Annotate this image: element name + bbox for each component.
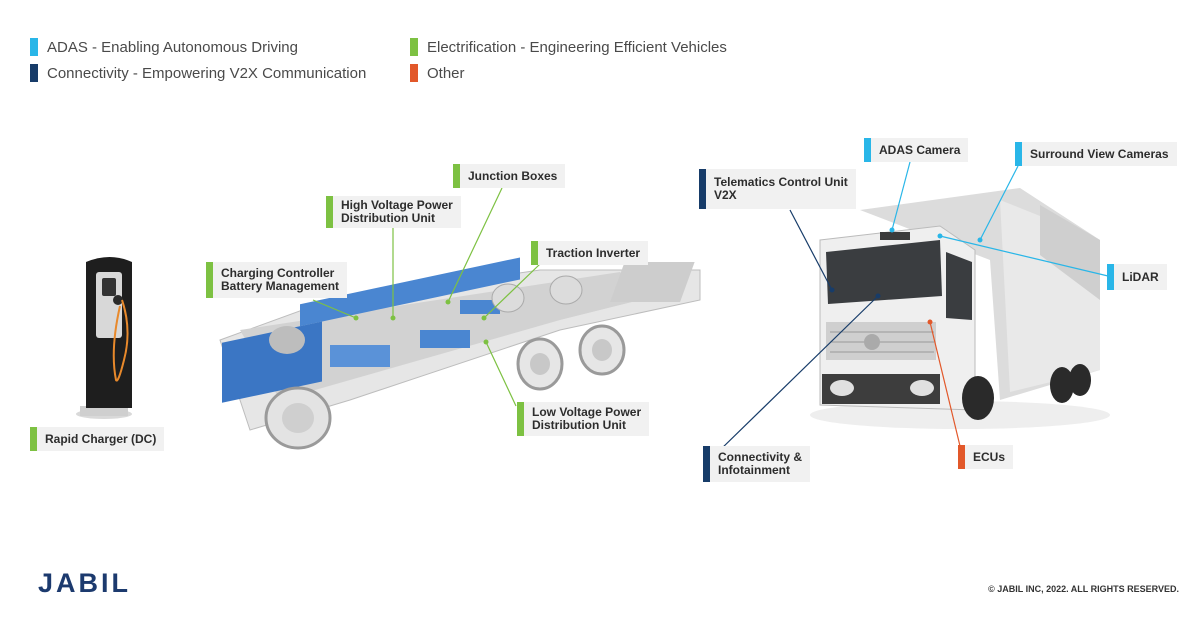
callout-label: Traction Inverter [546,245,641,260]
callout-bar [864,138,871,162]
callout-label: Telematics Control Unit V2X [714,175,848,202]
leader-dots [353,227,983,345]
rapid-charger-illustration [76,257,132,419]
callout-bar [699,169,706,209]
callout-label: Low Voltage Power Distribution Unit [532,405,642,432]
callout-hv-pdu: High Voltage Power Distribution Unit [326,196,461,228]
callout-label: Rapid Charger (DC) [45,431,157,446]
callout-label: Surround View Cameras [1030,146,1169,161]
legend-label-electrification: Electrification - Engineering Efficient … [427,38,727,56]
legend-label-other: Other [427,64,465,82]
legend-item-connectivity: Connectivity - Empowering V2X Communicat… [30,64,366,82]
callout-telematics: Telematics Control Unit V2X [699,169,856,209]
callout-bar [531,241,538,265]
callout-bar [326,196,333,228]
jabil-logo: JABIL [38,568,132,598]
leader-lines-connectivity [717,209,879,453]
callout-label: Junction Boxes [468,168,558,183]
callout-adas-camera: ADAS Camera [864,138,969,162]
copyright-text: © JABIL INC, 2022. ALL RIGHTS RESERVED. [988,584,1179,594]
callout-bar [958,445,965,469]
callout-bar [30,427,37,451]
callout-surround-cameras: Surround View Cameras [1015,142,1177,166]
callout-rapid-charger: Rapid Charger (DC) [30,427,165,451]
leader-lines-electrification [312,187,541,407]
callout-junction-boxes: Junction Boxes [453,164,566,188]
legend-label-connectivity: Connectivity - Empowering V2X Communicat… [47,64,367,82]
callout-ecus: ECUs [958,445,1014,469]
callout-label: High Voltage Power Distribution Unit [341,198,453,225]
callout-connectivity-infotainment: Connectivity & Infotainment [703,446,811,482]
leader-lines-adas [891,161,1109,277]
callout-label: ADAS Camera [879,142,961,157]
callout-lv-pdu: Low Voltage Power Distribution Unit [517,402,650,436]
callout-bar [1015,142,1022,166]
callout-bar [1107,264,1114,290]
callout-bar [453,164,460,188]
legend-swatch-adas [30,38,38,56]
legend-item-other: Other [410,64,465,82]
truck-chassis-illustration [219,257,701,450]
legend-swatch-electrification [410,38,418,56]
electric-truck-illustration [810,188,1110,429]
callout-bar [517,402,524,436]
callout-charging-controller: Charging Controller Battery Management [206,262,348,298]
callout-bar [206,262,213,298]
legend-swatch-other [410,64,418,82]
legend-label-adas: ADAS - Enabling Autonomous Driving [47,38,298,56]
legend-swatch-connectivity [30,64,38,82]
callout-label: ECUs [973,449,1006,464]
callout-lidar: LiDAR [1107,264,1167,290]
legend-item-electrification: Electrification - Engineering Efficient … [410,38,727,56]
legend-item-adas: ADAS - Enabling Autonomous Driving [30,38,298,56]
callout-label: Connectivity & Infotainment [718,450,803,477]
callout-label: LiDAR [1122,269,1159,284]
leader-lines-other [929,321,961,447]
callout-label: Charging Controller Battery Management [221,266,340,293]
callout-bar [703,446,710,482]
callout-traction-inverter: Traction Inverter [531,241,649,265]
